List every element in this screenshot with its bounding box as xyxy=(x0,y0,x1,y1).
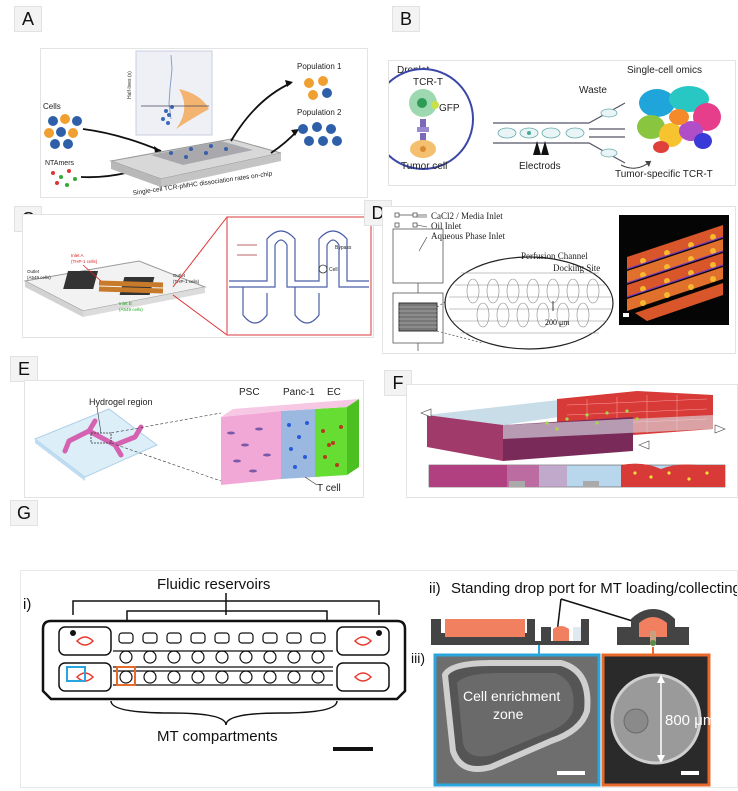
panel-c-inlet-b-sub: (A549 cells) xyxy=(119,307,143,312)
panel-f xyxy=(406,384,738,498)
panel-e-label: E xyxy=(10,356,38,382)
docking-site-pattern xyxy=(449,272,611,334)
mt-device xyxy=(41,619,407,701)
panel-e: Hydrogel region PSC P xyxy=(24,380,364,498)
panel-e-hydrogel: Hydrogel region xyxy=(89,397,153,407)
panel-d-docking: Docking Site xyxy=(553,263,600,273)
panel-c-outlet-left: Outlet xyxy=(27,269,40,274)
panel-c-outlet-right-sub: (THP-1 cells) xyxy=(173,279,200,284)
panel-g-mt: MT compartments xyxy=(157,728,278,745)
panel-c-inlet-a: Inlet A xyxy=(71,253,84,258)
panel-c-cell: Cell xyxy=(329,267,338,273)
panel-b-label: B xyxy=(392,6,420,32)
panel-b-waste: Waste xyxy=(579,85,607,96)
panel-d-aqueous: Aqueous Phase Inlet xyxy=(431,231,505,241)
panel-a-diagram: Half-lives (s) Cells NTAmers Single-cell… xyxy=(43,50,342,197)
panel-e-tcell: T cell xyxy=(317,483,341,494)
panel-g-scale-800: 800 μm xyxy=(665,712,715,729)
panel-b-gfp: GFP xyxy=(439,103,460,114)
cell-cluster xyxy=(44,114,82,149)
panel-d-scale: 200 μm xyxy=(545,318,570,327)
panel-b-tumor-cell: Tumor cell xyxy=(401,161,447,172)
panel-g-enrichment-1: Cell enrichment xyxy=(463,688,560,704)
panel-a-ntamers-label: NTAmers xyxy=(45,160,75,167)
panel-g: i) Fluidic reservoirs xyxy=(20,570,738,788)
panel-d-oil: Oil Inlet xyxy=(431,221,462,231)
panel-e-diagram: Hydrogel region PSC P xyxy=(33,387,359,494)
panel-e-panc: Panc-1 xyxy=(283,387,315,398)
panel-g-fluidic: Fluidic reservoirs xyxy=(157,576,270,593)
panel-b-tcrt: TCR-T xyxy=(413,77,443,88)
panel-c-bypass: Bypass xyxy=(335,245,352,251)
panel-a-yaxis: Half-lives (s) xyxy=(127,71,133,99)
panel-c-inlet-b: Inlet B xyxy=(119,301,132,306)
panel-a-cells-label: Cells xyxy=(43,102,61,111)
panel-g-diagram: i) Fluidic reservoirs xyxy=(23,576,737,787)
panel-a-pop1: Population 1 xyxy=(297,62,342,71)
cross-section-diagram xyxy=(431,609,689,646)
panel-c-outlet-right: Outlet xyxy=(173,273,186,278)
panel-b-diagram: Droplet TCR-T GFP Tumor cell Waste Elect… xyxy=(389,65,721,180)
panel-b: Droplet TCR-T GFP Tumor cell Waste Elect… xyxy=(388,60,736,186)
panel-d-cacl2: CaCl2 / Media Inlet xyxy=(431,211,503,221)
panel-e-ec: EC xyxy=(327,387,341,398)
panel-a: Half-lives (s) Cells NTAmers Single-cell… xyxy=(40,48,368,198)
panel-g-sub-iii: iii) xyxy=(411,650,425,666)
panel-f-diagram xyxy=(420,391,726,488)
panel-g-sub-ii: ii) xyxy=(429,580,441,597)
ntamer-molecules xyxy=(51,169,77,187)
microwell-3d-image xyxy=(626,225,724,321)
population-2-cells xyxy=(298,122,342,146)
scale-bar xyxy=(333,747,373,751)
panel-a-label: A xyxy=(14,6,42,32)
population-1-cells xyxy=(304,76,332,100)
panel-g-enrichment-2: zone xyxy=(493,706,524,722)
panel-c-inlet-a-sub: (THP-1 cells) xyxy=(71,259,98,264)
panel-c: Inlet A (THP-1 cells) Outlet (A549 cells… xyxy=(22,214,374,338)
panel-c-diagram: Inlet A (THP-1 cells) Outlet (A549 cells… xyxy=(23,216,372,336)
umap-plot xyxy=(637,86,721,153)
panel-g-label: G xyxy=(10,500,38,526)
panel-c-outlet-left-sub: (A549 cells) xyxy=(27,275,51,280)
cell-layers-block xyxy=(221,399,359,485)
panel-a-pop2: Population 2 xyxy=(297,108,342,117)
panel-b-omics: Single-cell omics xyxy=(627,65,702,76)
panel-d: CaCl2 / Media Inlet Oil Inlet Aqueous Ph… xyxy=(382,206,736,354)
panel-g-sub-i: i) xyxy=(23,596,31,613)
panel-e-psc: PSC xyxy=(239,387,260,398)
panel-d-perfusion: Perfusion Channel xyxy=(521,251,588,261)
panel-g-standing: Standing drop port for MT loading/collec… xyxy=(451,580,737,597)
panel-b-tumor-tcr: Tumor-specific TCR-T xyxy=(615,169,713,180)
panel-d-diagram: CaCl2 / Media Inlet Oil Inlet Aqueous Ph… xyxy=(392,211,729,351)
panel-b-electrods: Electrods xyxy=(519,161,561,172)
